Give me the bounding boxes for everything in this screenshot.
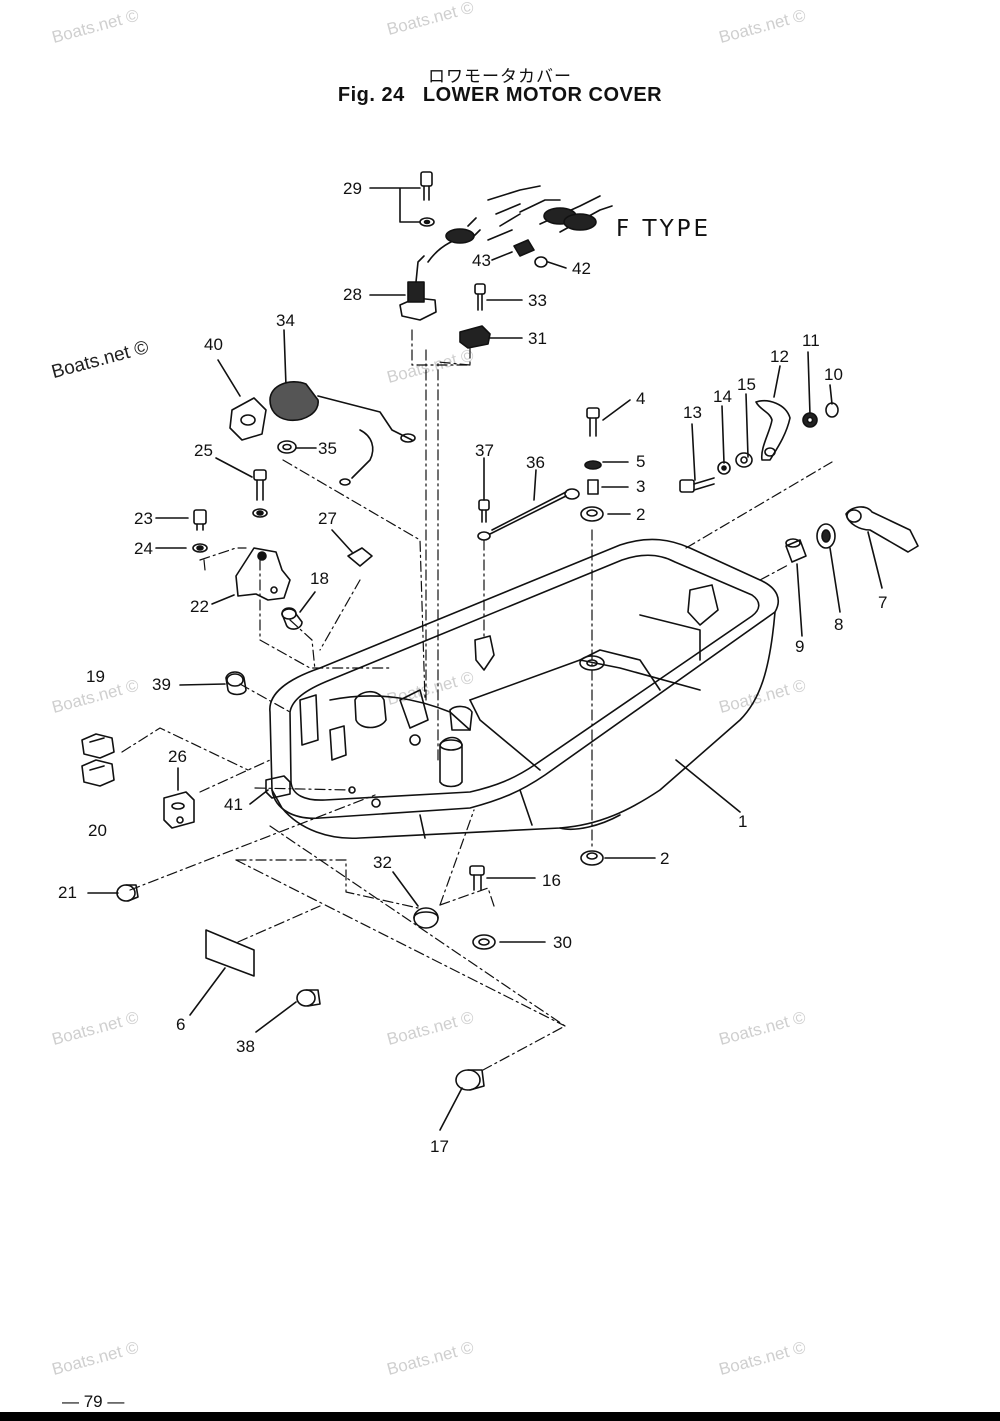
part-label: 37 [475,441,494,460]
part-number-labels: 1 2 2 3 4 5 6 7 8 9 10 11 12 13 14 15 16… [58,179,887,1156]
part-2-grommet-bottom [580,850,604,866]
part-label: 19 [86,667,105,686]
part-39-bushing [225,671,247,696]
part-label: 24 [134,539,153,558]
part-label: 12 [770,347,789,366]
part-17-plug [455,1069,485,1091]
assembly-lines [121,329,833,1071]
part-label: 1 [738,812,747,831]
part-35-grommet [277,440,297,454]
part-34-coil [269,381,416,486]
part-2-grommet-top [580,506,604,522]
part-label: 2 [660,849,669,868]
part-10-washer [825,402,839,418]
part-label: 10 [824,365,843,384]
part-30-grommet [472,934,496,950]
part-41-block [265,775,291,799]
part-9-collar [785,538,807,563]
part-label: 23 [134,509,153,528]
part-label: 17 [430,1137,449,1156]
part-label: 33 [528,291,547,310]
part-label: 25 [194,441,213,460]
part-37-screw [477,499,491,541]
part-15-washer [735,452,753,468]
part-3-collar [587,479,599,495]
part-25-bolt [252,469,268,518]
part-label: 3 [636,477,645,496]
part-29-bolt-and-washer [419,171,435,227]
part-label: 32 [373,853,392,872]
part-23-screw [193,509,207,531]
part-label: 42 [572,259,591,278]
part-label: 16 [542,871,561,890]
part-label: 21 [58,883,77,902]
part-label: 8 [834,615,843,634]
part-label: 34 [276,311,295,330]
part-label: 5 [636,452,645,471]
part-40-cap [229,397,267,441]
part-22-bracket [235,547,291,601]
part-21-plug [116,884,139,902]
part-label: 41 [224,795,243,814]
part-28-switch [399,255,437,321]
part-label: 14 [713,387,732,406]
part-label: 22 [190,597,209,616]
part-24-washer [192,543,208,553]
part-26-plate [163,791,195,829]
part-31-plate [459,325,491,349]
part-label: 13 [683,403,702,422]
part-label: 15 [737,375,756,394]
leader-lines [87,187,883,1131]
part-label: 11 [802,331,820,350]
figure-title: Fig. 24 LOWER MOTOR COVER [337,84,663,106]
part-label: 2 [636,505,645,524]
part-label: 20 [88,821,107,840]
bottom-border [0,1412,1000,1421]
part-13-bolt [679,477,715,493]
part-label: 7 [878,593,887,612]
part-f-type-wiring [427,185,613,268]
part-label: 26 [168,747,187,766]
part-label: 9 [795,637,804,656]
part-11-nut [802,412,818,428]
lower-cover-body [269,538,779,840]
part-label: 31 [528,329,547,348]
part-label: 40 [204,335,223,354]
part-16-bolt [469,865,485,891]
part-36-rod [489,488,580,535]
part-label: 39 [152,675,171,694]
part-5-washer [584,460,602,470]
part-label: 30 [553,933,572,952]
page-number: — 79 — [62,1392,125,1411]
part-6-label [205,929,255,977]
part-label: 38 [236,1037,255,1056]
title-japanese: ロワモータカバー [428,67,572,87]
part-label: 35 [318,439,337,458]
part-label: 43 [472,251,491,270]
part-18-bushing [281,607,303,630]
part-27-plate [347,547,373,567]
part-12-lever [755,400,791,461]
part-label: 4 [636,389,645,408]
part-label: 36 [526,453,545,472]
variant-label: F TYPE [616,216,712,242]
part-14-washer [717,461,731,475]
part-label: 18 [310,569,329,588]
part-label: 27 [318,509,337,528]
part-20-clip [81,759,115,787]
part-19-clip [81,733,115,759]
part-8-grommet [816,523,836,549]
part-32-cap [413,907,439,929]
part-7-handle [845,506,919,553]
part-label: 6 [176,1015,185,1034]
part-label: 29 [343,179,362,198]
part-38-plug [296,989,321,1007]
part-33-screw [474,283,486,311]
part-4-bolt [586,407,600,437]
part-label: 28 [343,285,362,304]
